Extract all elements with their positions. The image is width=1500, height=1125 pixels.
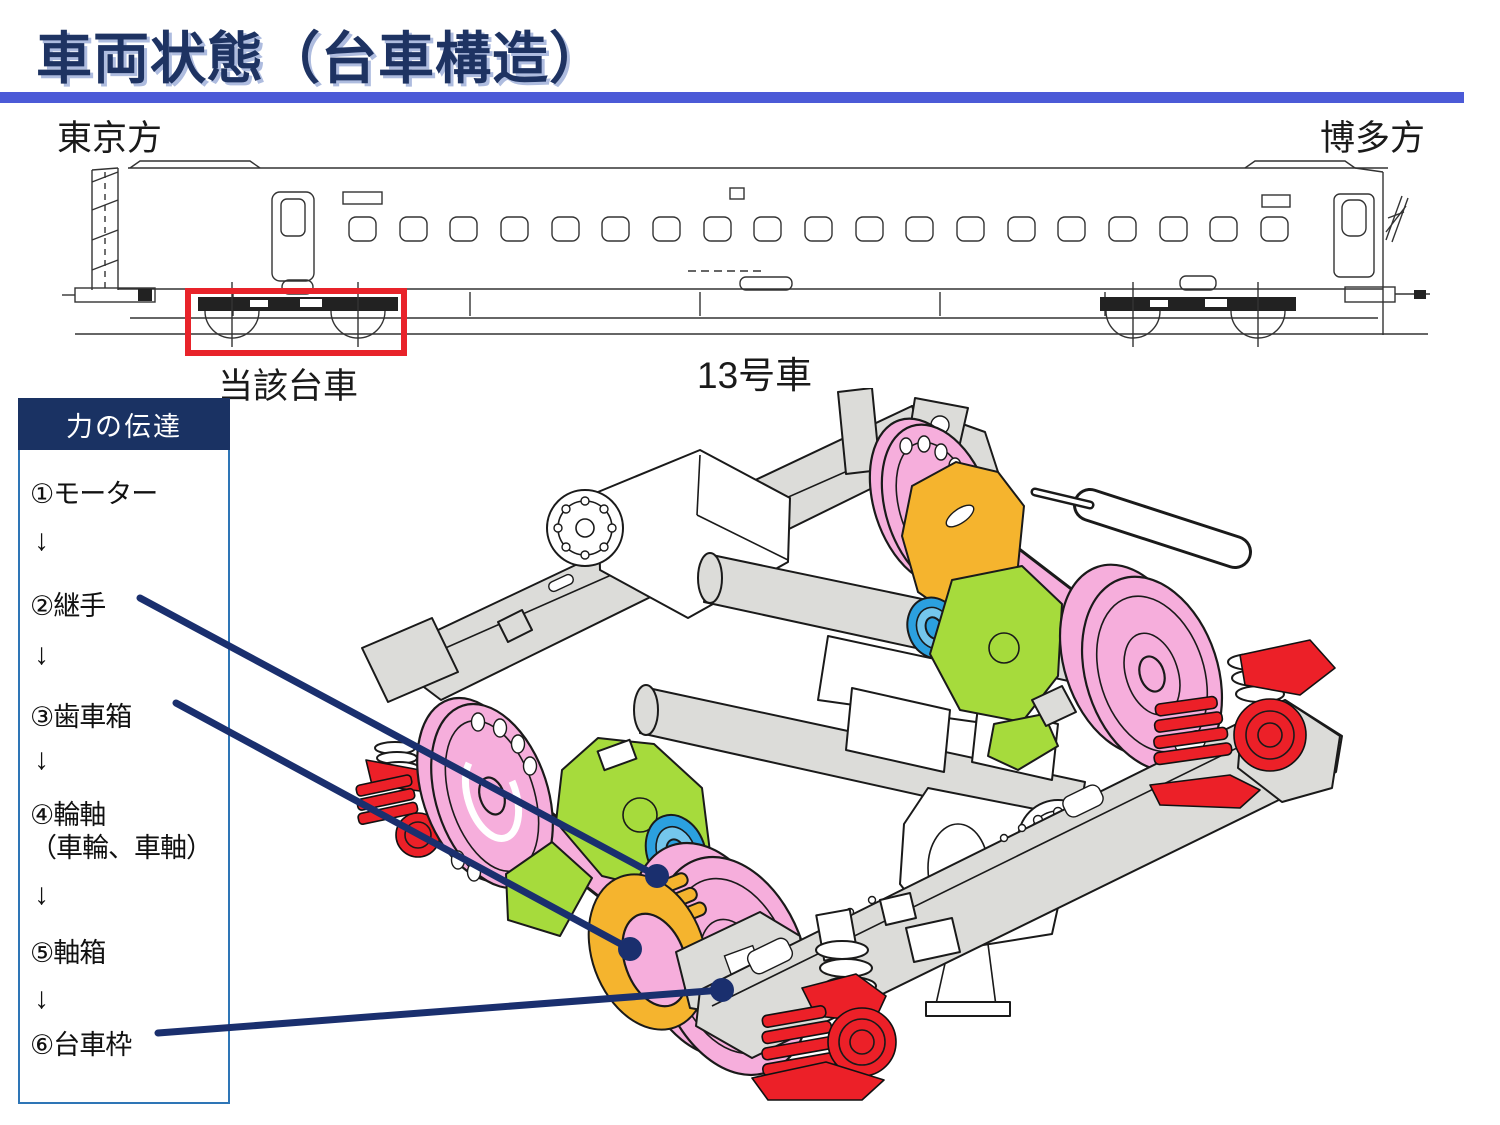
train-side-view-drawing: [62, 160, 1430, 347]
bogie-label: 当該台車: [218, 367, 359, 406]
front-bogie-drawing: [198, 282, 398, 347]
door-right: [1333, 193, 1375, 278]
window-row: [348, 216, 1289, 242]
power-flow-panel: 力の伝達 ①モーター ↓ ②継手 ↓ ③歯車箱 ↓ ④輪軸 （車輪、車軸） ↓ …: [18, 398, 230, 1104]
door-left: [271, 191, 315, 282]
flow-step-gearbox: ③歯車箱: [30, 702, 132, 732]
flow-step-coupling: ②継手: [30, 591, 106, 621]
coupler-left: [62, 287, 156, 303]
rear-bogie-drawing: [1100, 282, 1296, 347]
flow-step-motor: ①モーター: [30, 479, 158, 509]
bogie-highlight-box: [185, 288, 407, 356]
direction-label-tokyo: 東京方: [57, 119, 163, 158]
down-arrow-icon: ↓: [34, 878, 49, 911]
axlebox-springs-front: [751, 908, 897, 1101]
flow-step-frame: ⑥台車枠: [30, 1030, 132, 1060]
down-arrow-icon: ↓: [34, 743, 49, 776]
bogie-isometric-illustration: [355, 388, 1343, 1101]
flow-step-wheelset: ④輪軸: [30, 800, 106, 830]
page-title: 車両状態（台車構造）: [36, 27, 606, 90]
car-number-label: 13号車: [697, 355, 813, 396]
down-arrow-icon: ↓: [34, 638, 49, 671]
gearbox-rear: [929, 565, 1063, 771]
flow-step-wheelset-sub: （車輪、車軸）: [30, 833, 213, 863]
down-arrow-icon: ↓: [34, 524, 49, 557]
flow-step-axlebox: ⑤軸箱: [30, 938, 106, 968]
axlebox-springs-right: [1149, 639, 1336, 809]
title-underline: [0, 92, 1464, 103]
gangway-end-left: [91, 167, 119, 290]
coupler-right: [1344, 286, 1430, 303]
down-arrow-icon: ↓: [34, 982, 49, 1015]
end-hatch-right: [1385, 195, 1409, 243]
power-flow-header: 力の伝達: [18, 398, 230, 450]
direction-label-hakata: 博多方: [1320, 119, 1426, 158]
lateral-damper: [1030, 487, 1252, 569]
